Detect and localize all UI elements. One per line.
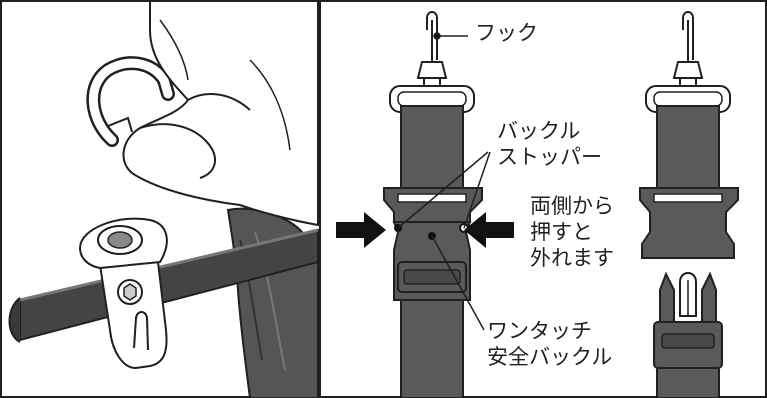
press-arrow-left xyxy=(336,212,386,248)
strap-upper xyxy=(400,105,464,193)
hook-wire xyxy=(426,11,438,60)
strap-lower xyxy=(400,299,464,398)
release-hint-line-1: 両側から xyxy=(530,194,614,218)
release-hint-line-2: 押すと xyxy=(530,220,593,244)
one-touch-buckle-line-2: 安全バックル xyxy=(487,345,613,369)
release-hint-line-3: 外れます xyxy=(530,246,614,270)
middle-strap-assembly xyxy=(383,11,483,398)
frame-clamp xyxy=(98,260,168,370)
one-touch-buckle-line-1: ワンタッチ xyxy=(487,319,592,343)
buckle-stopper-line-2: ストッパー xyxy=(497,145,602,169)
buckle-male-prongs xyxy=(659,271,675,323)
leader-lines xyxy=(397,32,491,331)
buckle-stopper-line-1: バックル xyxy=(497,119,581,143)
one-touch-buckle-label: ワンタッチ 安全バックル xyxy=(487,318,612,370)
buckle-stopper-label: バックル ストッパー xyxy=(497,118,602,170)
buckle-female-open xyxy=(639,187,739,259)
right-strap-assembly xyxy=(639,11,739,398)
hand xyxy=(122,0,319,227)
press-arrow-right xyxy=(464,212,514,248)
frame-tube-end xyxy=(8,297,21,343)
left-panel-photo xyxy=(8,0,319,398)
hook-label: フック xyxy=(475,21,538,45)
release-hint-label: 両側から 押すと 外れます xyxy=(530,193,614,271)
